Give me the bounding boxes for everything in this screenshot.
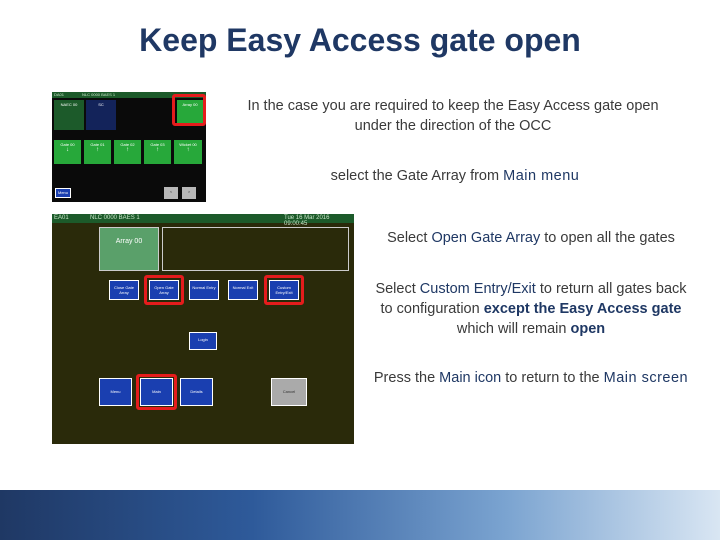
cancel-button[interactable]: Cancel: [271, 378, 307, 406]
status-bar: EA01 NLC 0000 BAES 1 Tue 16 Mar 2016 09:…: [52, 214, 354, 227]
nav-right-button[interactable]: >: [182, 187, 196, 199]
custom-entry-exit-button[interactable]: Custom Entry/Exit: [269, 280, 299, 300]
menu-button[interactable]: Menu: [55, 188, 71, 198]
array-detail-panel: [162, 227, 349, 271]
close-gate-array-button[interactable]: Close Gate Array: [109, 280, 139, 300]
gate-tile-3[interactable]: Gate 03↑: [144, 140, 171, 164]
nav-left-button[interactable]: <: [164, 187, 178, 199]
highlight-main-button: [136, 374, 177, 410]
highlight-array-tile: [172, 94, 206, 126]
main-menu-screenshot: DA01 NLC 0000 BAES 1 NAEC 00 SC Array 00…: [52, 92, 206, 202]
array-panel[interactable]: Array 00: [99, 227, 159, 271]
gate-tile-2[interactable]: Gate 02↑: [114, 140, 141, 164]
instruction-custom-entry-exit: Select Custom Entry/Exit to return all g…: [375, 281, 687, 337]
gate-tile-1[interactable]: Gate 01↑: [84, 140, 111, 164]
status-mid: NLC 0000 BAES 1: [90, 215, 140, 221]
tile-naec[interactable]: NAEC 00: [54, 100, 84, 130]
status-mid: NLC 0000 BAES 1: [82, 92, 116, 97]
footer-band: [0, 490, 720, 540]
menu-button[interactable]: Menu: [99, 378, 132, 406]
details-button[interactable]: Details: [180, 378, 213, 406]
tile-sc[interactable]: SC: [86, 100, 116, 130]
main-button[interactable]: Main: [140, 378, 173, 406]
gate-array-screenshot: EA01 NLC 0000 BAES 1 Tue 16 Mar 2016 09:…: [52, 214, 354, 444]
instruction-select-gate-array: select the Gate Array from Main menu: [330, 168, 580, 184]
highlight-open-gate-array: [144, 275, 184, 305]
normal-exit-button[interactable]: Normal Exit: [228, 280, 258, 300]
normal-entry-button[interactable]: Normal Entry: [189, 280, 219, 300]
open-gate-array-button[interactable]: Open Gate Array: [149, 280, 179, 300]
slide-title: Keep Easy Access gate open: [139, 22, 581, 58]
highlight-custom-entry-exit: [264, 275, 304, 305]
status-right: Tue 16 Mar 2016 09:00:45: [284, 215, 330, 227]
gate-tile-4[interactable]: Wicket 00↑: [174, 140, 202, 164]
status-left: EA01: [54, 215, 69, 221]
instruction-intro: In the case you are required to keep the…: [247, 98, 659, 134]
status-bar: DA01 NLC 0000 BAES 1: [52, 92, 206, 98]
instruction-open-gate-array: Select Open Gate Array to open all the g…: [387, 230, 675, 246]
tile-array[interactable]: Array 00: [177, 100, 203, 124]
login-button[interactable]: Login: [189, 332, 217, 350]
gate-tile-0[interactable]: Gate 00↓: [54, 140, 81, 164]
instruction-main-icon: Press the Main icon to return to the Mai…: [373, 370, 689, 386]
status-left: DA01: [54, 92, 65, 97]
